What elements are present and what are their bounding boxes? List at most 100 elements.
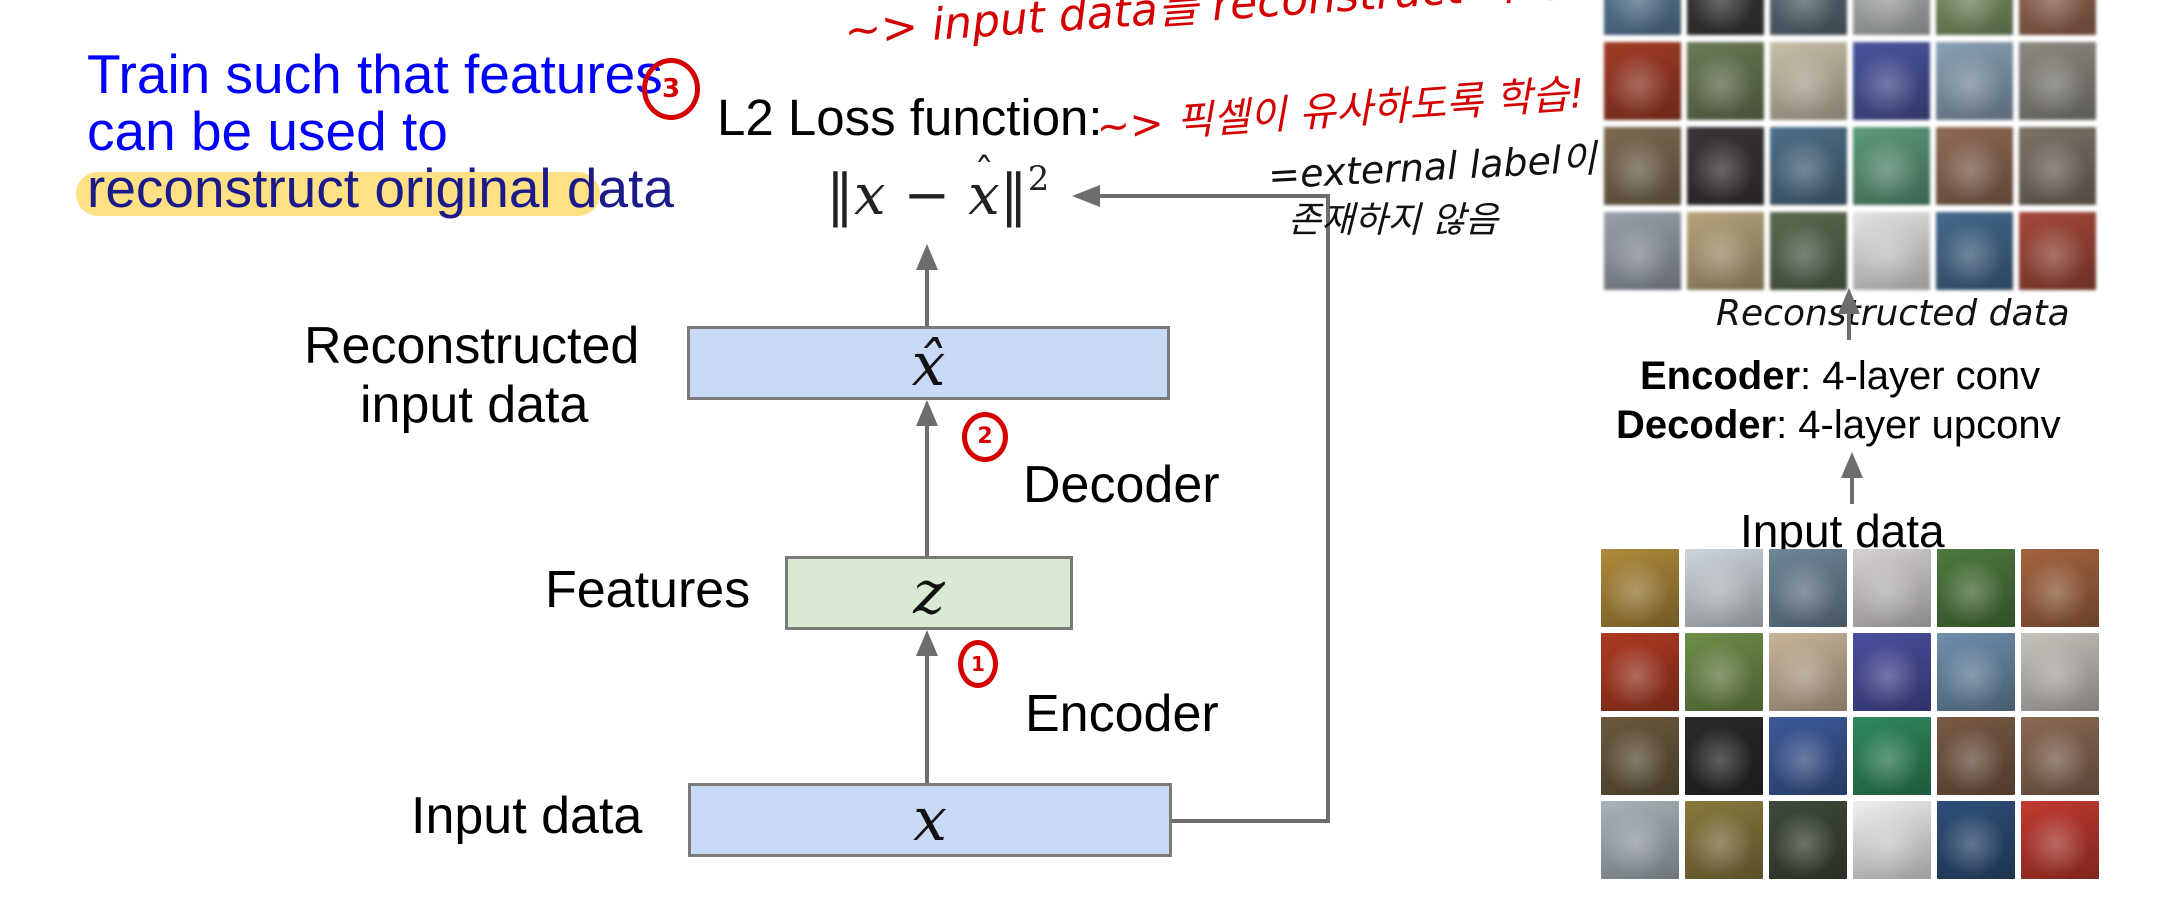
arrow-recon-to-loss-shaft [925, 268, 929, 326]
step-1-number: 1 [971, 652, 985, 676]
feedback-line-vertical [1326, 194, 1330, 823]
reconstructed-image-r4-c5 [1936, 212, 2013, 290]
reconstructed-label-line-2: input data [360, 376, 589, 434]
reconstructed-image-r1-c2 [1687, 0, 1764, 35]
features-box: z [785, 556, 1073, 630]
statement-line-2: can be used to [87, 100, 448, 162]
formula-minus: − [885, 163, 969, 228]
decoder-arrow-head [916, 400, 938, 426]
step-2-number: 2 [977, 424, 993, 449]
input-image-r1-c4 [1853, 549, 1931, 627]
decoder-spec: Decoder: 4-layer upconv [1616, 405, 2061, 445]
input-image-r4-c1 [1601, 801, 1679, 879]
input-image-r2-c5 [1937, 633, 2015, 711]
feedback-line-top [1098, 194, 1330, 198]
reconstructed-images-grid [1604, 0, 2096, 290]
encoder-arrow-shaft [925, 654, 929, 783]
reconstructed-image-r2-c2 [1687, 42, 1764, 120]
decoder-label: Decoder [1023, 456, 1220, 514]
input-image-r4-c2 [1685, 801, 1763, 879]
input-image-r2-c4 [1853, 633, 1931, 711]
input-data-label: Input data [411, 787, 643, 845]
feedback-arrow-head [1072, 185, 1100, 207]
encoder-arrow-head [916, 630, 938, 656]
input-image-r1-c5 [1937, 549, 2015, 627]
statement-line-1: Train such that features [87, 43, 663, 105]
reconstructed-image-r4-c6 [2019, 212, 2096, 290]
reconstructed-image-r4-c3 [1770, 212, 1847, 290]
reconstructed-image-r3-c2 [1687, 127, 1764, 205]
encoder-spec-label: Encoder [1640, 354, 1801, 398]
reconstructed-image-r3-c1 [1604, 127, 1681, 205]
statement-line-3-highlighted: reconstruct original data [87, 157, 674, 219]
feedback-line-bottom [1171, 819, 1330, 823]
reconstructed-image-r1-c5 [1936, 0, 2013, 35]
reconstructed-image-r4-c4 [1853, 212, 1930, 290]
input-image-r1-c2 [1685, 549, 1763, 627]
input-image-r3-c3 [1769, 717, 1847, 795]
reconstructed-image-r2-c6 [2019, 42, 2096, 120]
text-highlight [76, 172, 600, 216]
input-image-r2-c1 [1601, 633, 1679, 711]
reconstructed-image-r4-c1 [1604, 212, 1681, 290]
recon-arrow-shaft [1847, 310, 1851, 340]
features-label: Features [545, 561, 751, 619]
decoder-spec-label: Decoder [1616, 403, 1777, 447]
input-image-r4-c6 [2021, 801, 2099, 879]
reconstructed-image-r2-c5 [1936, 42, 2013, 120]
annotation-reconstruct-purpose: ~> input data를 reconstruct 하기 위해 [842, 0, 1655, 57]
decoder-spec-value: : 4-layer upconv [1776, 403, 2061, 447]
arrow-recon-to-loss-head [916, 244, 938, 270]
input-images-grid [1601, 549, 2099, 879]
annotation-no-external-label-1: =external label이 [1267, 136, 1598, 198]
input-image-r1-c6 [2021, 549, 2099, 627]
reconstructed-image-r1-c1 [1604, 0, 1681, 35]
annotation-reconstructed-data: Reconstructed data [1716, 293, 2070, 334]
input-arrow-shaft [1850, 474, 1854, 504]
side-input-data-label: Input data [1740, 505, 1945, 557]
input-data-box: x [688, 783, 1172, 857]
reconstructed-image-r2-c3 [1770, 42, 1847, 120]
input-arrow-head [1841, 452, 1863, 478]
reconstructed-image-r1-c6 [2019, 0, 2096, 35]
input-image-r4-c3 [1769, 801, 1847, 879]
reconstructed-image-r3-c4 [1853, 127, 1930, 205]
norm-close: ‖ [999, 163, 1028, 228]
annotation-no-external-label-2: 존재하지 않음 [1288, 200, 1499, 241]
norm-open: ‖ [826, 163, 854, 228]
input-image-r3-c1 [1601, 717, 1679, 795]
reconstructed-label-line-1: Reconstructed [304, 317, 640, 375]
reconstructed-image-r1-c3 [1770, 0, 1847, 35]
formula-x: x [854, 163, 886, 228]
encoder-spec: Encoder: 4-layer conv [1640, 356, 2040, 396]
training-objective-statement: Train such that features can be used to … [87, 46, 674, 217]
z-symbol: z [913, 558, 945, 628]
input-image-r2-c3 [1769, 633, 1847, 711]
input-image-r1-c3 [1769, 549, 1847, 627]
x-hat-symbol: x̂ [911, 330, 946, 400]
l2-loss-formula: ‖x − x‖2 [826, 154, 1049, 224]
input-image-r1-c1 [1601, 549, 1679, 627]
input-image-r3-c5 [1937, 717, 2015, 795]
recon-arrow-head [1838, 288, 1860, 314]
reconstructed-data-box: x̂ [687, 326, 1170, 400]
formula-x-hat: x [968, 154, 1000, 224]
step-3-marker: 3 [642, 58, 700, 120]
decoder-arrow-shaft [925, 424, 929, 556]
reconstructed-image-r3-c5 [1936, 127, 2013, 205]
formula-exponent: 2 [1027, 159, 1050, 199]
loss-function-title: L2 Loss function: [717, 89, 1103, 146]
input-image-r3-c2 [1685, 717, 1763, 795]
reconstructed-image-r3-c6 [2019, 127, 2096, 205]
reconstructed-image-r3-c3 [1770, 127, 1847, 205]
input-image-r4-c5 [1937, 801, 2015, 879]
encoder-spec-value: : 4-layer conv [1800, 354, 2041, 398]
step-2-marker: 2 [962, 412, 1008, 462]
x-symbol: x [913, 785, 947, 855]
input-image-r2-c2 [1685, 633, 1763, 711]
step-1-marker: 1 [958, 640, 998, 688]
reconstructed-image-r2-c1 [1604, 42, 1681, 120]
input-image-r2-c6 [2021, 633, 2099, 711]
reconstructed-image-r2-c4 [1853, 42, 1930, 120]
reconstructed-image-r1-c4 [1853, 0, 1930, 35]
